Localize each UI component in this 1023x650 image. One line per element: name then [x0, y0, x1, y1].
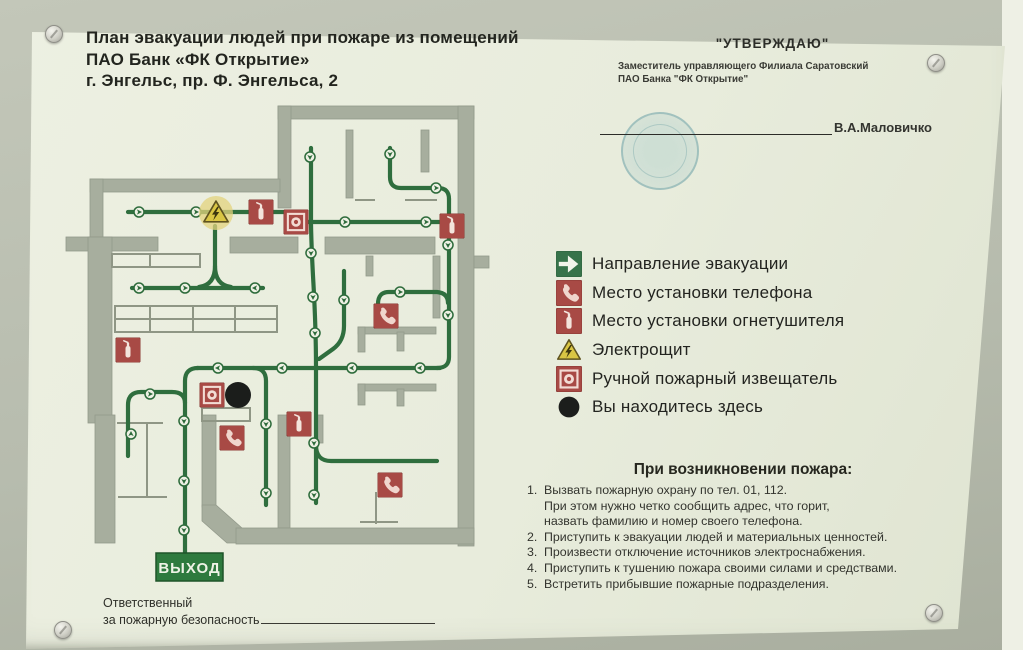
instruction-item: 4.Приступить к тушению пожара своими сил…: [527, 560, 898, 575]
legend-item-label: Место установки огнетушителя: [592, 311, 845, 331]
phone-icon: [373, 303, 399, 329]
route-node-arrow-icon: [442, 309, 454, 321]
approval-position: Заместитель управляющего Филиала Саратов…: [618, 61, 869, 85]
responsible-note: Ответственный за пожарную безопасность: [103, 596, 435, 628]
phone-icon: [219, 425, 245, 451]
route-node-arrow-icon: [144, 388, 156, 400]
legend-item-label: Место установки телефона: [592, 282, 813, 302]
wall-strip-right: [1002, 0, 1023, 650]
plan-icons: [115, 196, 465, 498]
route-node-arrow-icon: [212, 362, 224, 374]
route-node-arrow-icon: [178, 475, 190, 487]
extinguisher-icon: [248, 199, 274, 225]
phone-icon: [377, 472, 403, 498]
extinguisher-icon: [115, 337, 141, 363]
floorplan-furniture: [111, 199, 437, 524]
route-node-arrow-icon: [178, 415, 190, 427]
route-node-arrow-icon: [249, 282, 261, 294]
page-title: План эвакуации людей при пожаре из помещ…: [86, 27, 519, 92]
route-node-arrow-icon: [384, 148, 396, 160]
route-node-arrow-icon: [338, 294, 350, 306]
route-node-arrow-icon: [420, 216, 432, 228]
route-node-arrow-icon: [304, 151, 316, 163]
manual-call-point-icon: [199, 382, 225, 408]
you-are-here-icon: [556, 394, 582, 420]
route-node-arrow-icon: [276, 362, 288, 374]
extinguisher-icon: [286, 411, 312, 437]
route-node-arrow-icon: [414, 362, 426, 374]
legend-item: Место установки огнетушителя: [556, 307, 844, 336]
route-node-arrow-icon: [346, 362, 358, 374]
signature-row: В.А.Маловичко: [600, 120, 932, 135]
legend-item-label: Ручной пожарный извещатель: [592, 368, 838, 388]
route-node-arrow-icon: [307, 291, 319, 303]
instruction-item: 5.Встретить прибывшие пожарные подраздел…: [527, 576, 829, 591]
approval-block: "УТВЕРЖДАЮ" Заместитель управляющего Фил…: [600, 36, 945, 86]
route-node-arrow-icon: [339, 216, 351, 228]
route-node-arrow-icon: [179, 282, 191, 294]
mounting-screw: [927, 54, 945, 72]
exit-sign-label: ВЫХОД: [158, 560, 220, 577]
legend-item-label: Направление эвакуации: [592, 254, 789, 274]
legend-item: Ручной пожарный извещатель: [556, 364, 844, 393]
legend-item: Направление эвакуации: [556, 250, 844, 279]
instruction-item: 3.Произвести отключение источников элект…: [527, 545, 866, 560]
route-node-arrow-icon: [260, 487, 272, 499]
manual-call-point-icon: [283, 209, 309, 235]
legend-item: Электрощит: [556, 336, 844, 365]
route-node-arrow-icon: [442, 239, 454, 251]
route-node-arrow-icon: [133, 206, 145, 218]
instruction-item: 2.Приступить к эвакуации людей и материа…: [527, 529, 888, 544]
extinguisher-icon: [556, 308, 582, 334]
legend-item: Место установки телефона: [556, 279, 844, 308]
legend-item-label: Электрощит: [592, 340, 691, 360]
route-node-arrow-icon: [309, 327, 321, 339]
route-node-arrow-icon: [260, 418, 272, 430]
instructions-list: 1.Вызвать пожарную охрану по тел. 01, 11…: [527, 483, 979, 592]
electrical-panel-icon: [199, 196, 233, 230]
approval-heading: "УТВЕРЖДАЮ": [715, 36, 830, 51]
signature-name: В.А.Маловичко: [833, 120, 932, 135]
you-are-here-icon: [225, 382, 251, 408]
route-node-arrow-icon: [305, 247, 317, 259]
responsible-signature-line: [260, 612, 435, 624]
title-line: ПАО Банк «ФК Открытие»: [86, 49, 310, 69]
route-node-arrow-icon: [308, 489, 320, 501]
route-node-arrow-icon: [178, 524, 190, 536]
title-line: г. Энгельс, пр. Ф. Энгельса, 2: [86, 71, 339, 90]
legend-item-label: Вы находитесь здесь: [592, 397, 764, 417]
exit-sign: ВЫХОД: [155, 552, 224, 582]
route-node-arrow-icon: [394, 286, 406, 298]
route-node-arrow-icon: [133, 282, 145, 294]
instruction-item: 1.Вызвать пожарную охрану по тел. 01, 11…: [527, 483, 830, 529]
route-node-arrow-icon: [125, 428, 137, 440]
mounting-screw: [45, 25, 63, 43]
route-node-arrow-icon: [430, 182, 442, 194]
mounting-screw: [925, 604, 943, 622]
evacuation-routes: [125, 145, 452, 561]
legend-item: Вы находитесь здесь: [556, 393, 844, 422]
signature-line: [600, 120, 832, 135]
instructions: При возникновении пожара: 1.Вызвать пожа…: [527, 461, 979, 592]
evacuation-direction-icon: [556, 251, 582, 277]
electrical-panel-icon: [556, 337, 582, 363]
extinguisher-icon: [439, 213, 465, 239]
route-node-arrow-icon: [308, 437, 320, 449]
title-line: План эвакуации людей при пожаре из помещ…: [86, 28, 519, 47]
phone-icon: [556, 280, 582, 306]
instructions-heading: При возникновении пожара:: [633, 461, 853, 478]
manual-call-point-icon: [556, 366, 582, 392]
mounting-screw: [54, 621, 72, 639]
